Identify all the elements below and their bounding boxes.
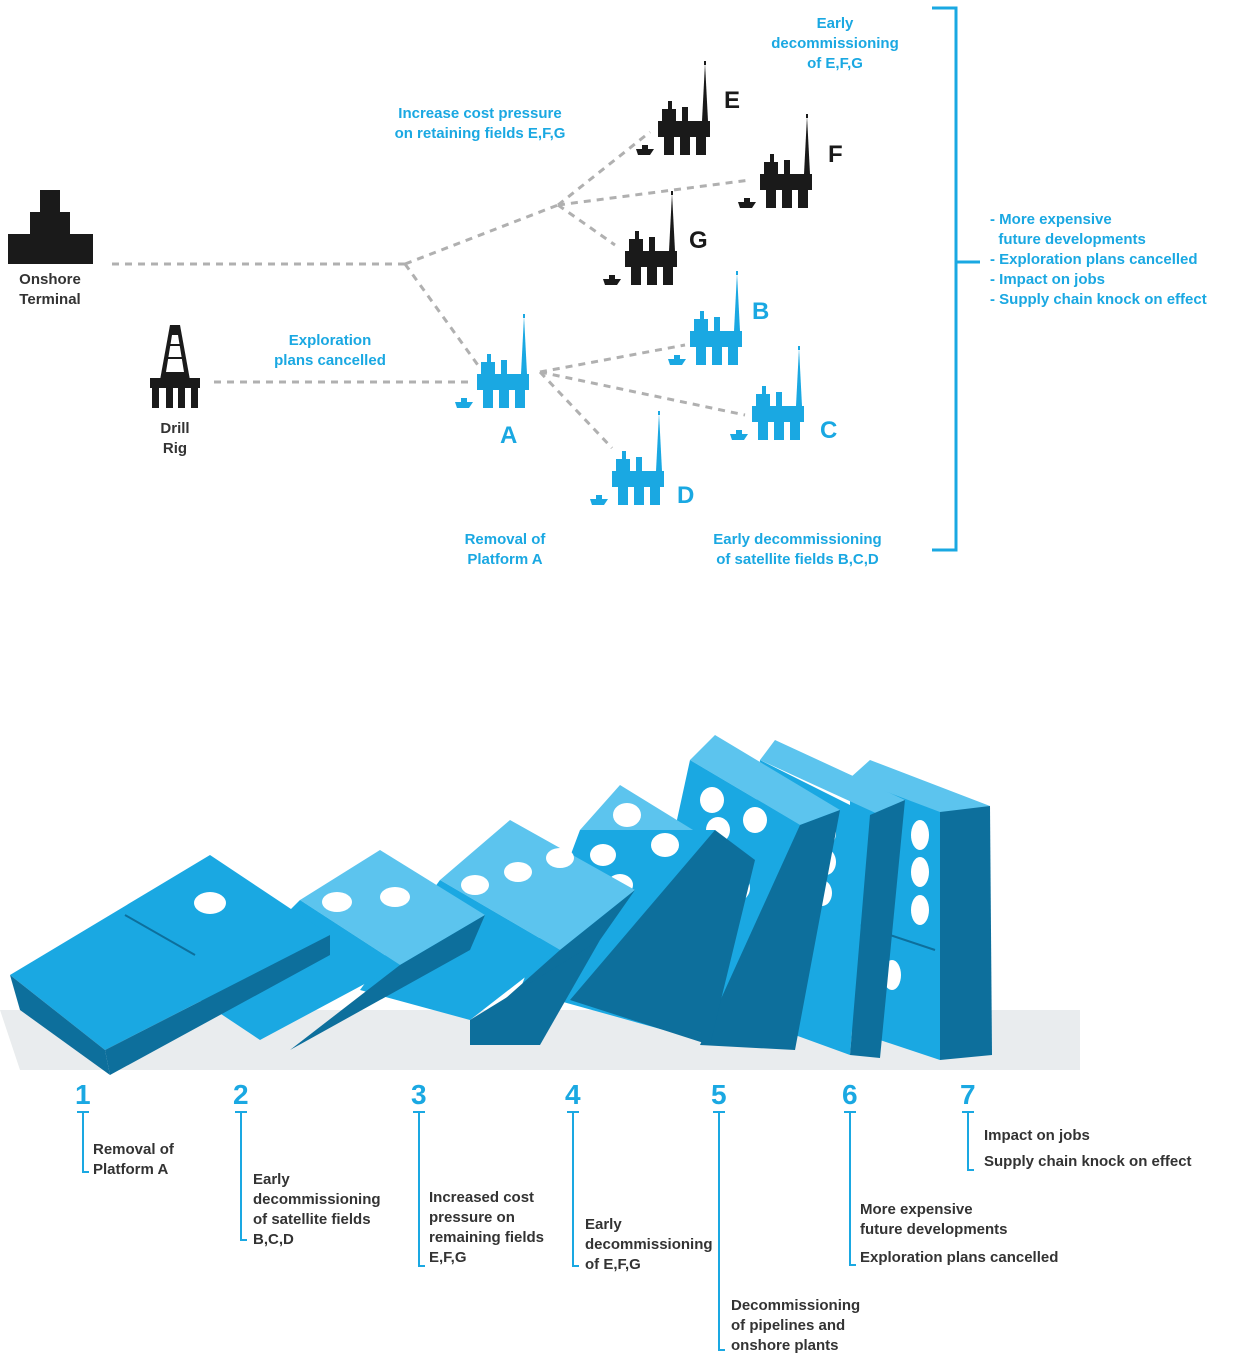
domino-pip [504,862,532,882]
early-decom-bcd-label: Early decommissioning of satellite field… [713,531,882,568]
early-decom-efg-label: Early decommissioning of E,F,G [771,15,899,72]
step-6-text-2: Exploration plans cancelled [860,1249,1059,1266]
step-3-text: Increased cost pressure on remaining fie… [429,1189,545,1266]
domino-pip [651,833,679,857]
drill-rig-icon [150,325,200,408]
step-5-number: 5 [711,1079,727,1110]
step-6-text-1: More expensive future developments [860,1201,1008,1238]
domino-pip [911,820,929,850]
domino-pip [322,892,352,912]
platform-b-icon [668,271,742,365]
step-2-text: Early decommissioning of satellite field… [253,1171,381,1248]
exploration-cancelled-label: Exploration plans cancelled [274,332,386,369]
domino-pip [613,803,641,827]
step-4-number: 4 [565,1079,581,1110]
platform-e-label: E [724,87,741,114]
platform-g-label: G [689,227,708,254]
removal-platform-a-label: Removal of Platform A [464,531,546,568]
step-6-number: 6 [842,1079,858,1110]
drill-rig-label: Drill Rig [160,420,190,457]
onshore-terminal-icon [8,190,93,264]
domino-pip [546,848,574,868]
domino-pip [743,807,767,833]
platform-b-label: B [752,298,770,325]
domino-pip [590,844,616,866]
domino-pip [700,787,724,813]
step-1-text: Removal of Platform A [93,1141,174,1178]
platform-a-icon [455,314,529,408]
domino-pip [911,857,929,887]
domino-pip [461,875,489,895]
step-7-number: 7 [960,1079,976,1110]
dominoes [0,735,1080,1075]
platform-a-label: A [500,422,518,449]
domino-pip [911,895,929,925]
platform-c-icon [730,346,804,440]
onshore-terminal-label: Onshore Terminal [19,271,81,308]
impacts-list: - More expensive future developments - E… [990,211,1207,308]
domino-pip [380,887,410,907]
cost-pressure-label: Increase cost pressure on retaining fiel… [394,105,566,142]
platform-f-label: F [828,141,843,168]
domino-1 [10,855,330,1075]
platform-g-icon [603,191,677,285]
platform-d-icon [590,411,664,505]
step-1-number: 1 [75,1079,91,1110]
network-links [112,130,751,450]
platform-e-icon [636,61,710,155]
step-7-text-1: Impact on jobs [984,1127,1090,1144]
impact-bracket [932,6,980,552]
platform-c-label: C [820,417,838,444]
step-3-number: 3 [411,1079,427,1110]
step-ticks [77,1111,974,1351]
domino-pip [194,892,226,914]
platform-d-label: D [677,482,695,509]
step-2-number: 2 [233,1079,249,1110]
platform-f-icon [738,114,812,208]
step-5-text: Decommissioning of pipelines and onshore… [731,1297,861,1354]
step-7-text-2: Supply chain knock on effect [984,1153,1192,1170]
step-4-text: Early decommissioning of E,F,G [585,1216,713,1273]
